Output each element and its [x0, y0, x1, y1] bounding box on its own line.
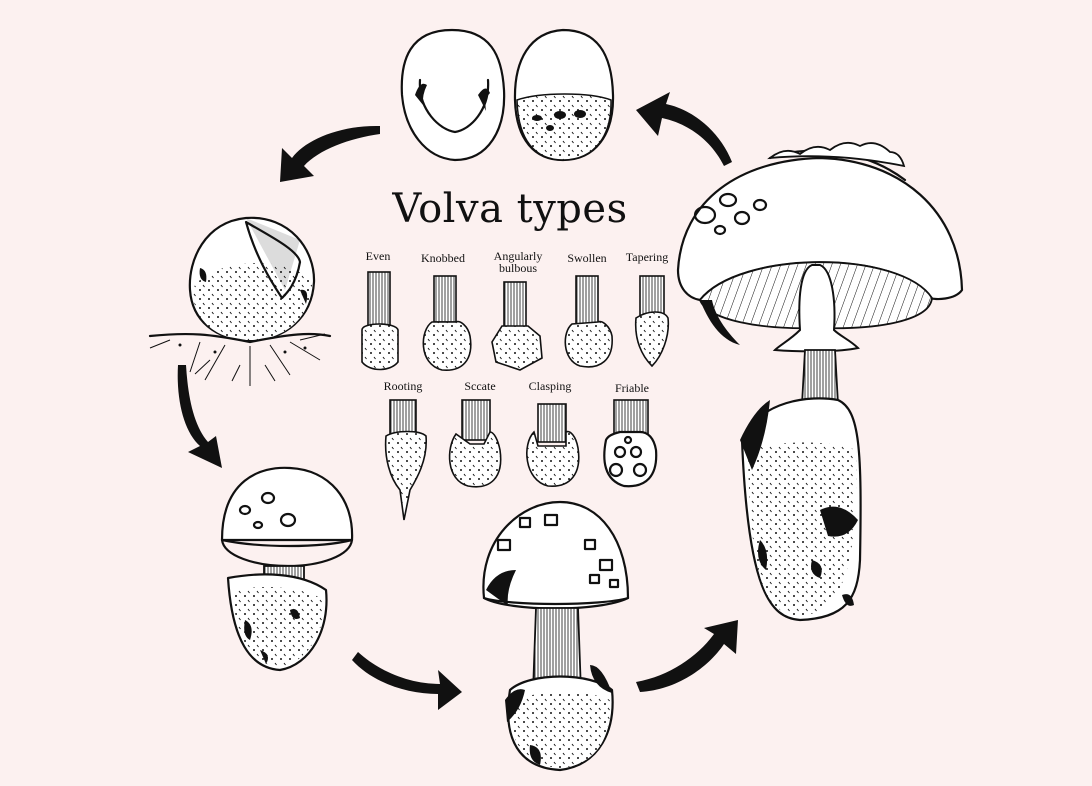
label-tapering: Tapering [607, 251, 687, 263]
young-mushroom-stage [222, 468, 352, 670]
label-clasping: Clasping [510, 380, 590, 392]
label-rooting: Rooting [363, 380, 443, 392]
egg-stage [402, 30, 613, 160]
volva-icon-knobbed [423, 276, 470, 370]
diagram-title: Volva types [360, 186, 660, 232]
volva-icon-sccate [450, 400, 501, 487]
mature-mushroom-stage [678, 143, 962, 620]
emerging-egg-stage [150, 218, 330, 386]
label-friable: Friable [592, 382, 672, 394]
volva-icon-tapering [636, 276, 669, 366]
volva-icon-angularly-bulbous [492, 282, 542, 370]
volva-icon-clasping [527, 404, 579, 486]
volva-icon-friable [604, 400, 656, 486]
label-sccate: Sccate [440, 380, 520, 392]
volva-icon-even [362, 272, 398, 370]
volva-icon-swollen [565, 276, 612, 367]
label-knobbed: Knobbed [403, 252, 483, 264]
developing-mushroom-stage [483, 502, 628, 770]
label-angularly-bulbous: Angularly bulbous [478, 250, 558, 274]
volva-icon-rooting [386, 400, 427, 520]
